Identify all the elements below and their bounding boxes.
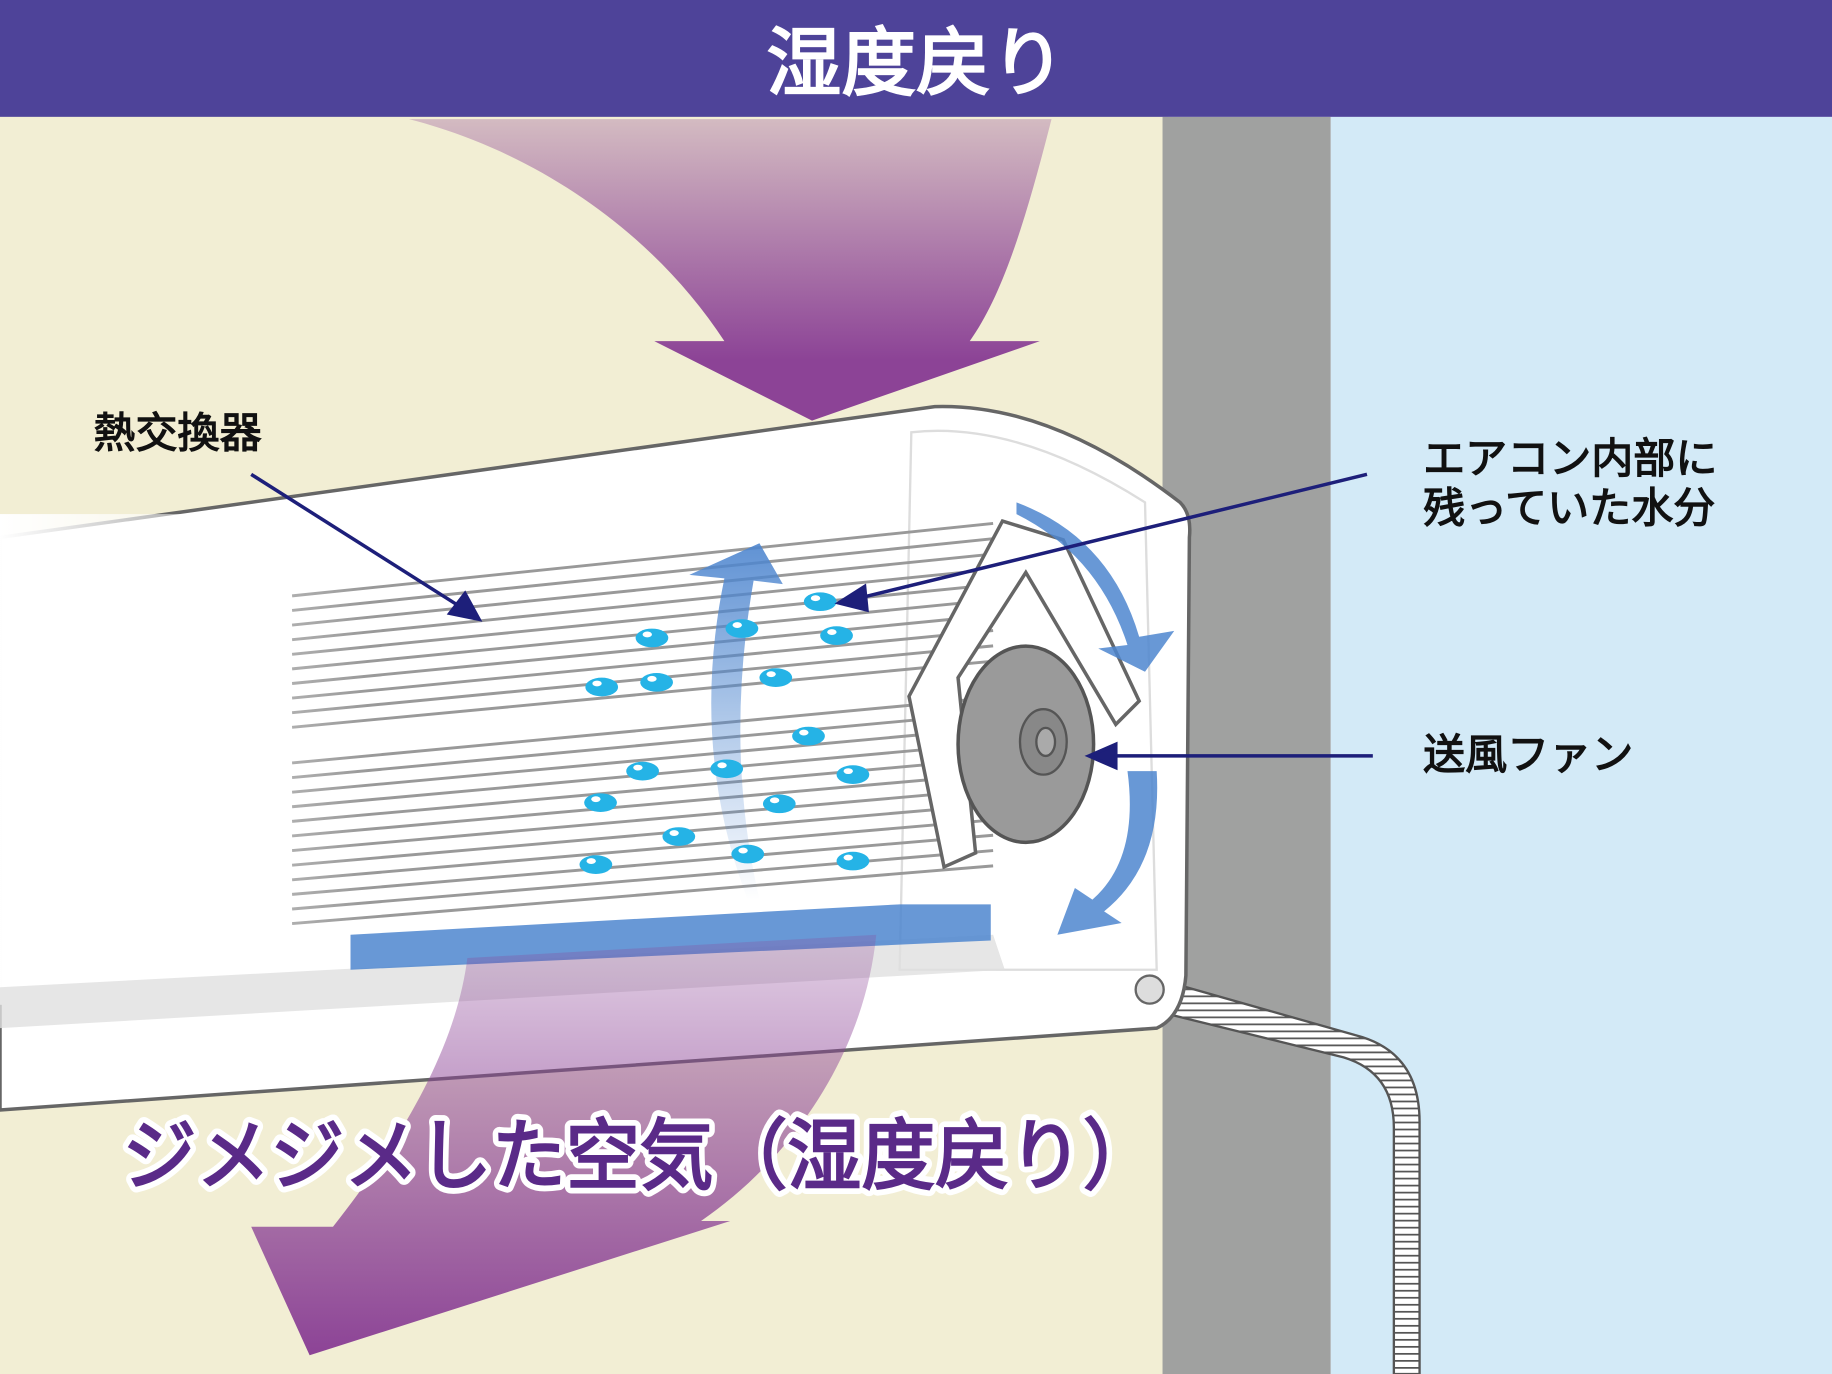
water-drop-icon <box>759 668 793 687</box>
drain-hose <box>1167 982 1421 1374</box>
label-moisture-line2: 残っていた水分 <box>1423 483 1715 532</box>
circulation-arrow-down <box>1057 771 1158 935</box>
label-moisture-line1: エアコン内部に <box>1423 434 1717 483</box>
water-drop-icon <box>662 827 696 846</box>
water-drop-icon <box>725 619 759 638</box>
water-drop-icon <box>836 765 870 784</box>
unit-side-panel <box>898 429 1158 971</box>
wall <box>1162 116 1331 1374</box>
label-heat-exchanger: 熱交換器 <box>93 408 262 457</box>
water-drop-icon <box>731 844 765 864</box>
water-droplets <box>579 592 870 874</box>
water-drop-icon <box>762 794 796 814</box>
caption: ジメジメした空気（湿度戻り） <box>123 1111 1157 1201</box>
header-bar <box>0 0 1832 117</box>
water-drop-icon <box>820 626 853 645</box>
water-drop-icon <box>585 677 619 697</box>
water-drop-icon <box>836 851 870 871</box>
louver <box>350 904 991 970</box>
header-title: 湿度戻り <box>766 20 1065 107</box>
water-drop-icon <box>626 761 659 781</box>
circulation-arrow-right <box>1016 502 1175 672</box>
water-drop-icon <box>803 592 837 612</box>
label-fan: 送風ファン <box>1423 730 1633 779</box>
water-drop-icon <box>635 628 669 648</box>
water-drop-icon <box>640 672 673 692</box>
circulation-arrow-up <box>689 543 783 900</box>
water-drop-icon <box>584 793 617 813</box>
drain-port <box>1134 974 1165 1005</box>
pointer-lines <box>250 472 1373 771</box>
outgoing-humid-air-arrow <box>251 934 877 1356</box>
water-drop-icon <box>710 759 744 779</box>
water-drop-icon <box>579 855 613 874</box>
incoming-air-arrow <box>408 119 1052 421</box>
water-drop-icon <box>792 726 825 746</box>
